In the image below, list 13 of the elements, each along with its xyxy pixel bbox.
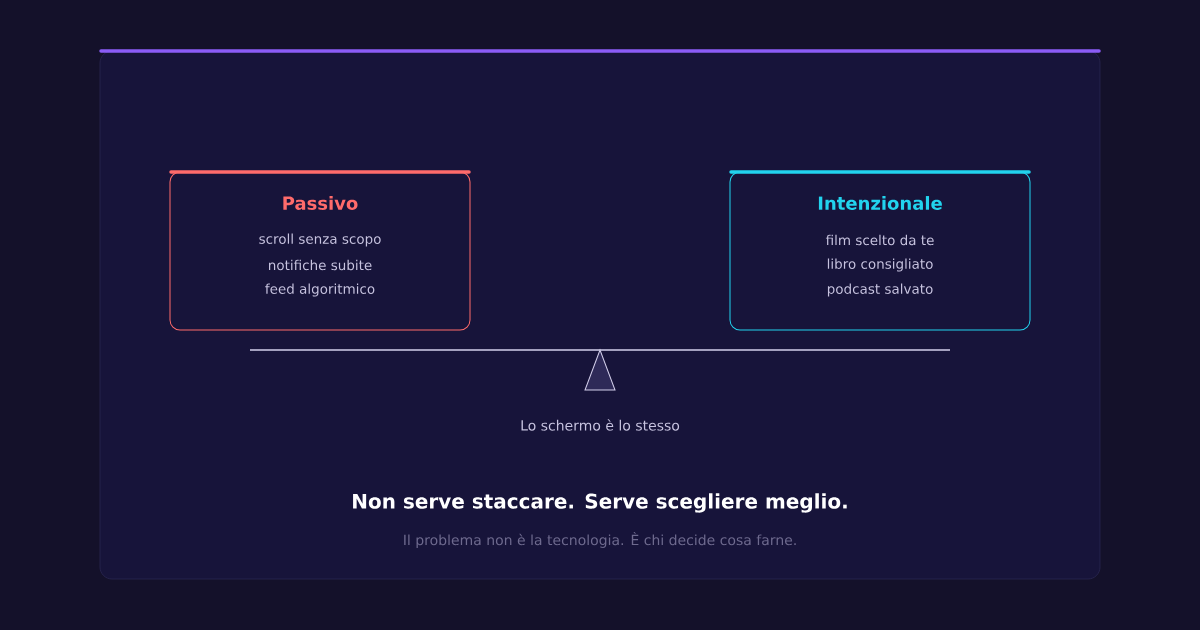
category-box xyxy=(729,170,1031,331)
box-heading: Passivo xyxy=(283,196,358,210)
list-item: notifiche subite xyxy=(269,259,372,271)
box-heading: Intenzionale xyxy=(818,196,942,210)
list-item: film scelto da te xyxy=(825,234,934,246)
list-item: podcast salvato xyxy=(827,283,933,297)
list-item: libro consigliato xyxy=(827,258,933,272)
list-item: feed algoritmico xyxy=(265,283,375,297)
list-item: scroll senza scopo xyxy=(259,233,381,247)
category-box xyxy=(169,170,471,331)
caption: Il problema non è la tecnologia. È chi decide cosa farne. xyxy=(404,532,796,548)
headline: Non serve staccare. Serve scegliere meglio. xyxy=(353,493,847,513)
balance-label: Lo schermo è lo stesso xyxy=(521,419,680,431)
